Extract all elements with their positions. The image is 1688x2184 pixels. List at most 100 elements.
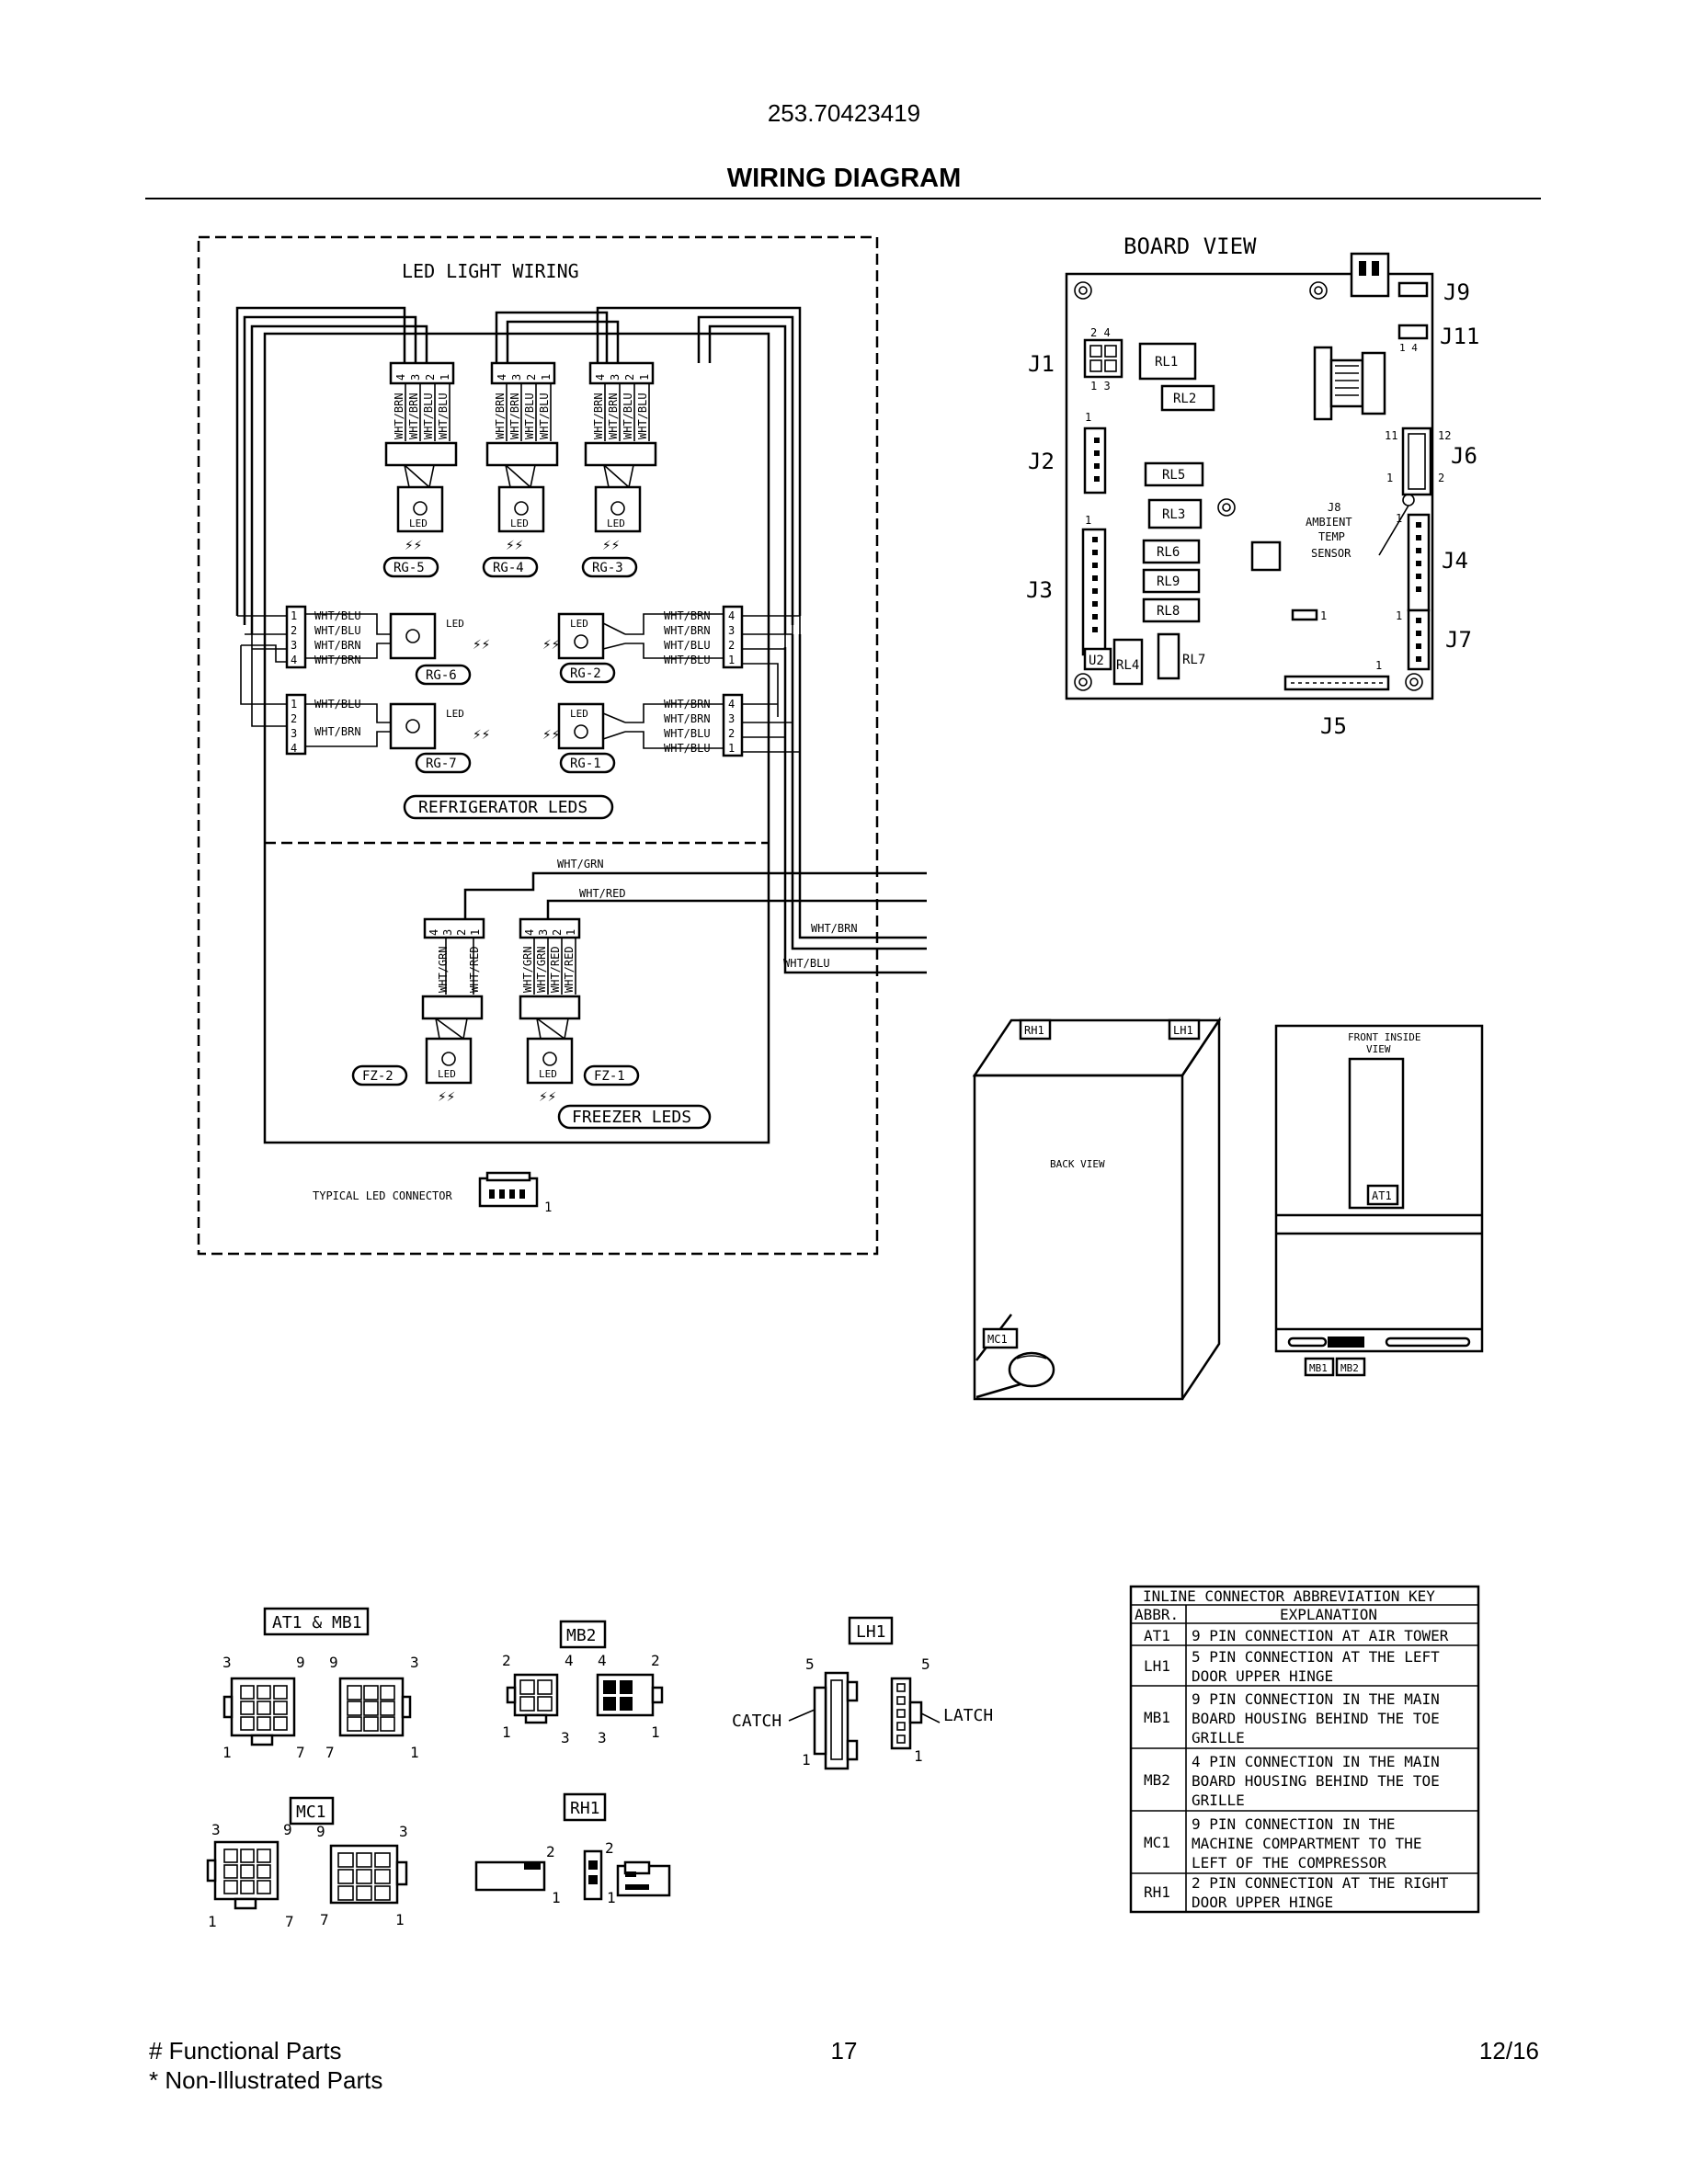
relay-rl7: RL7 — [1182, 653, 1205, 667]
svg-text:3: 3 — [410, 1654, 419, 1671]
connector-rh1: RH1 2 1 2 1 — [474, 1792, 671, 1906]
svg-text:1: 1 — [540, 374, 553, 381]
svg-text:WHT/BRN: WHT/BRN — [664, 609, 711, 622]
svg-text:1: 1 — [1396, 512, 1402, 525]
svg-text:1: 1 — [651, 1723, 660, 1741]
svg-text:3: 3 — [291, 639, 297, 652]
svg-text:WHT/BLU: WHT/BLU — [437, 392, 450, 439]
connector-label-j6: J6 — [1451, 443, 1477, 469]
svg-text:SENSOR: SENSOR — [1311, 547, 1352, 560]
relay-rl5: RL5 — [1162, 468, 1185, 483]
svg-text:RH1: RH1 — [570, 1799, 600, 1818]
svg-text:MC1: MC1 — [987, 1333, 1008, 1346]
led-section-frame — [197, 235, 879, 1256]
svg-text:4: 4 — [728, 609, 735, 622]
svg-text:WHT/BLU: WHT/BLU — [783, 957, 830, 970]
left-connector-upper: 1 2 3 4 WHT/BLU WHT/BLU WHT/BRN WHT/BRN … — [237, 605, 490, 686]
svg-text:3: 3 — [441, 929, 454, 936]
svg-text:MB1: MB1 — [1144, 1709, 1170, 1726]
svg-text:12: 12 — [1438, 429, 1451, 442]
svg-text:WHT/BLU: WHT/BLU — [314, 624, 361, 637]
svg-text:2: 2 — [1438, 472, 1444, 484]
svg-text:⚡⚡: ⚡⚡ — [405, 536, 422, 553]
svg-text:3: 3 — [510, 374, 523, 381]
svg-text:1: 1 — [638, 374, 651, 381]
typical-led-connector-label: TYPICAL LED CONNECTOR — [313, 1189, 452, 1202]
svg-text:⚡⚡: ⚡⚡ — [438, 1087, 455, 1105]
svg-text:9 PIN CONNECTION IN THE: 9 PIN CONNECTION IN THE — [1192, 1815, 1396, 1833]
svg-text:WHT/RED: WHT/RED — [468, 946, 481, 993]
svg-text:WHT/GRN: WHT/GRN — [557, 858, 604, 870]
svg-text:⚡⚡: ⚡⚡ — [506, 536, 523, 553]
svg-text:WHT/BRN: WHT/BRN — [664, 712, 711, 725]
svg-text:4: 4 — [598, 1652, 607, 1669]
connector-label-j7: J7 — [1445, 627, 1472, 653]
svg-text:DOOR UPPER HINGE: DOOR UPPER HINGE — [1192, 1667, 1333, 1685]
led-light-wiring-section: LED LIGHT WIRING 4 3 2 1 WHT/BRN WHT/BRN… — [197, 235, 927, 1256]
svg-text:GRILLE: GRILLE — [1192, 1729, 1245, 1746]
svg-text:4: 4 — [594, 374, 607, 381]
svg-text:4: 4 — [291, 654, 297, 666]
svg-text:LED: LED — [438, 1068, 456, 1080]
svg-text:2: 2 — [605, 1839, 614, 1857]
svg-text:9: 9 — [296, 1654, 305, 1671]
svg-text:9 PIN CONNECTION AT AIR TOWER: 9 PIN CONNECTION AT AIR TOWER — [1192, 1627, 1449, 1644]
svg-text:RG-1: RG-1 — [570, 756, 601, 771]
svg-text:WHT/BRN: WHT/BRN — [607, 392, 620, 439]
freezer-connector-fz2: 4 3 2 1 WHT/GRN WHT/RED LED ⚡⚡ FZ-2 — [351, 917, 485, 1105]
svg-text:LED: LED — [446, 708, 464, 720]
svg-text:2: 2 — [525, 374, 538, 381]
svg-text:⚡⚡: ⚡⚡ — [542, 725, 560, 743]
svg-text:LED: LED — [446, 618, 464, 630]
typical-led-connector-icon — [478, 1171, 539, 1208]
svg-text:LED: LED — [570, 708, 588, 720]
svg-text:WHT/BRN: WHT/BRN — [407, 392, 420, 439]
connector-label-j9: J9 — [1443, 279, 1470, 305]
svg-text:MB2: MB2 — [1340, 1362, 1359, 1374]
svg-text:1: 1 — [1396, 609, 1402, 622]
svg-text:2 4: 2 4 — [1090, 326, 1111, 339]
svg-text:LED: LED — [409, 518, 428, 529]
connector-label-j11: J11 — [1440, 324, 1479, 349]
model-number: 253.70423419 — [768, 99, 920, 127]
relay-rl9: RL9 — [1157, 574, 1180, 589]
svg-text:⚡⚡: ⚡⚡ — [602, 536, 620, 553]
svg-text:LH1: LH1 — [856, 1622, 886, 1642]
svg-text:2: 2 — [502, 1652, 511, 1669]
svg-text:CATCH: CATCH — [732, 1712, 781, 1731]
svg-text:1: 1 — [802, 1751, 811, 1769]
freezer-leds-label: FREEZER LEDS — [572, 1108, 691, 1127]
svg-text:LED: LED — [539, 1068, 557, 1080]
control-board-outline — [1065, 272, 1434, 700]
svg-text:AT1: AT1 — [1144, 1627, 1170, 1644]
right-connector-upper: 4 3 2 1 WHT/BRN WHT/BRN WHT/BLU WHT/BLU … — [542, 605, 800, 717]
svg-text:WHT/BRN: WHT/BRN — [314, 654, 361, 666]
svg-text:TEMP: TEMP — [1318, 530, 1345, 543]
led-section-title: LED LIGHT WIRING — [402, 260, 579, 282]
svg-text:2: 2 — [623, 374, 636, 381]
svg-text:1: 1 — [565, 929, 577, 936]
footer-non-illustrated-parts: * Non-Illustrated Parts — [149, 2066, 382, 2094]
svg-text:WHT/BRN: WHT/BRN — [314, 639, 361, 652]
svg-text:3: 3 — [609, 374, 622, 381]
svg-text:1: 1 — [439, 374, 451, 381]
svg-text:9: 9 — [316, 1823, 325, 1840]
svg-text:RH1: RH1 — [1024, 1024, 1044, 1037]
svg-text:7: 7 — [285, 1913, 294, 1930]
svg-text:7: 7 — [320, 1911, 329, 1928]
connector-label-j3: J3 — [1026, 577, 1053, 603]
connector-label-j1: J1 — [1028, 351, 1055, 377]
svg-text:1: 1 — [1386, 472, 1393, 484]
right-connector-lower: 4 3 2 1 WHT/BRN WHT/BRN WHT/BLU WHT/BLU … — [542, 616, 801, 774]
footer-functional-parts: # Functional Parts — [149, 2037, 342, 2065]
svg-text:5: 5 — [921, 1655, 930, 1673]
svg-text:2: 2 — [291, 712, 297, 725]
svg-text:⚡⚡: ⚡⚡ — [539, 1087, 556, 1105]
connector-mc1: MC1 3 9 9 3 1 7 7 1 — [206, 1796, 408, 1930]
footer-date: 12/16 — [1479, 2037, 1539, 2065]
svg-text:1: 1 — [607, 1889, 616, 1906]
harness-wire-mid — [495, 311, 620, 363]
svg-text:WHT/BLU: WHT/BLU — [636, 392, 649, 439]
relay-rl1: RL1 — [1155, 355, 1178, 370]
